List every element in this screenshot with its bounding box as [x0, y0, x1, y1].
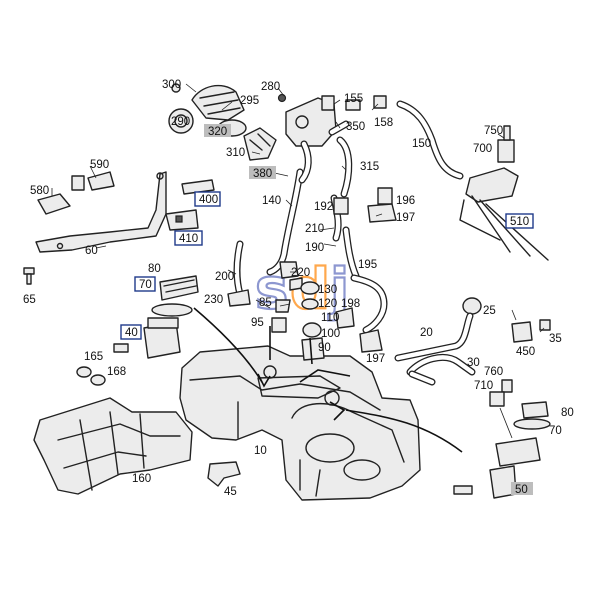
label-510: 510 — [510, 216, 529, 228]
clamp-parts — [333, 187, 397, 353]
label-box-50 — [511, 482, 533, 495]
label-710: 710 — [474, 380, 493, 392]
fuel-tank — [179, 345, 421, 501]
boxed-labels: 400 410 510 70 40 320 380 50 — [125, 126, 529, 496]
label-box-320 — [204, 124, 231, 137]
label-380: 380 — [253, 168, 272, 180]
label-295: 295 — [240, 95, 259, 107]
label-310: 310 — [226, 147, 245, 159]
label-210: 210 — [305, 223, 324, 235]
label-30: 30 — [467, 357, 480, 369]
heat-shield — [33, 397, 193, 495]
label-box-400 — [194, 191, 221, 207]
label-197-lower: 197 — [366, 353, 385, 365]
label-box-410 — [174, 230, 203, 246]
label-10: 10 — [254, 445, 267, 457]
label-590: 590 — [90, 159, 109, 171]
label-90: 90 — [318, 342, 331, 354]
label-410: 410 — [179, 233, 198, 245]
label-350: 350 — [346, 121, 365, 133]
label-200: 200 — [215, 271, 234, 283]
tank-strap — [35, 171, 167, 253]
leader-lines — [51, 83, 545, 333]
label-130: 130 — [318, 284, 337, 296]
filler-neck-assembly — [168, 83, 277, 161]
label-60: 60 — [85, 245, 98, 257]
bolt-65 — [23, 267, 35, 285]
fuel-sender-unit — [459, 125, 549, 261]
label-35: 35 — [549, 333, 562, 345]
label-168: 168 — [107, 366, 126, 378]
label-220: 220 — [291, 267, 310, 279]
label-box-40 — [120, 324, 142, 340]
label-70-right: 70 — [549, 425, 562, 437]
label-280: 280 — [261, 81, 280, 93]
clip-400-410 — [165, 179, 215, 231]
label-198: 198 — [341, 298, 360, 310]
label-50: 50 — [515, 484, 528, 496]
label-700: 700 — [473, 143, 492, 155]
fuel-filter-left — [143, 275, 199, 359]
label-120: 120 — [318, 298, 337, 310]
label-40: 40 — [125, 327, 138, 339]
label-150: 150 — [412, 138, 431, 150]
label-80-right: 80 — [561, 407, 574, 419]
centre-parts-stack — [271, 261, 355, 361]
label-400: 400 — [199, 194, 218, 206]
vent-valve-block — [277, 93, 387, 198]
label-20: 20 — [420, 327, 433, 339]
label-box-510 — [505, 213, 534, 229]
label-580: 580 — [30, 185, 49, 197]
label-158: 158 — [374, 117, 393, 129]
label-box-380 — [249, 166, 276, 179]
label-290: 290 — [171, 116, 190, 128]
label-155: 155 — [344, 93, 363, 105]
label-100: 100 — [321, 328, 340, 340]
part-number-labels: 300 280 295 155 158 290 350 150 750 700 … — [23, 79, 574, 498]
label-65: 65 — [23, 294, 36, 306]
label-box-70 — [134, 276, 156, 292]
fuel-pump-right — [453, 379, 551, 499]
misc-parts-bottom-left — [76, 343, 241, 487]
assembly-arrows — [193, 307, 463, 453]
label-85: 85 — [259, 297, 272, 309]
label-192: 192 — [314, 201, 333, 213]
label-320: 320 — [208, 126, 227, 138]
label-80-left: 80 — [148, 263, 161, 275]
label-315: 315 — [360, 161, 379, 173]
label-230: 230 — [204, 294, 223, 306]
label-140: 140 — [262, 195, 281, 207]
label-195: 195 — [358, 259, 377, 271]
label-25: 25 — [483, 305, 496, 317]
right-small-parts — [462, 297, 551, 343]
label-300: 300 — [162, 79, 181, 91]
label-160: 160 — [132, 473, 151, 485]
label-165: 165 — [84, 351, 103, 363]
label-70-left: 70 — [139, 279, 152, 291]
clip-580-590 — [37, 171, 115, 215]
label-197: 197 — [396, 212, 415, 224]
label-760: 760 — [484, 366, 503, 378]
label-196: 196 — [396, 195, 415, 207]
label-450: 450 — [516, 346, 535, 358]
label-190: 190 — [305, 242, 324, 254]
label-45: 45 — [224, 486, 237, 498]
label-95: 95 — [251, 317, 264, 329]
label-750: 750 — [484, 125, 503, 137]
svg-text:j: j — [328, 257, 349, 322]
label-110: 110 — [321, 312, 339, 324]
